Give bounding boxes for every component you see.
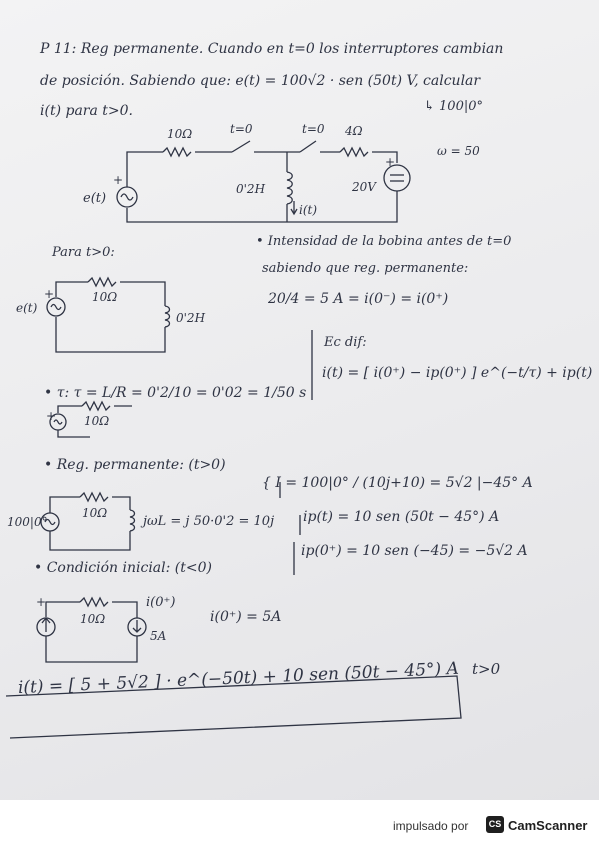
omega-label: ω = 50 — [437, 144, 480, 158]
ecdif-label: Ec dif: — [324, 335, 367, 350]
circuit1-switch2-label: t=0 — [302, 122, 325, 136]
circuit-diagram-tau — [49, 400, 132, 438]
circuit-diagram-steady — [40, 491, 136, 551]
initial-i0-label: i(0⁺) — [146, 595, 176, 610]
circuit1-source-plus: + — [113, 173, 124, 187]
circuit1-source-label: e(t) — [83, 191, 107, 206]
circuit-diagram-initial — [36, 596, 147, 663]
circuit1-inductor-label: 0'2H — [236, 182, 266, 196]
circuit-diagram-step1 — [46, 276, 171, 353]
steady-phasor-equation: { I = 100|0° / (10j+10) = 5√2 |−45° A — [262, 475, 533, 491]
initial-equation: i(0⁺) = 5A — [210, 609, 282, 625]
problem-line-3: i(t) para t>0. — [40, 103, 133, 119]
divider-line — [279, 330, 313, 575]
steady-ip-t: ip(t) = 10 sen (50t − 45°) A — [303, 509, 500, 525]
initial-source-label: 5A — [150, 629, 167, 643]
circuit1-plus-sign: + — [385, 155, 396, 169]
scanned-page: P 11: Reg permanente. Cuando en t=0 los … — [0, 0, 599, 800]
tau-equation: • τ: τ = L/R = 0'2/10 = 0'02 = 1/50 s — [44, 385, 307, 401]
circuit1-dc-source-label: 20V — [352, 180, 376, 194]
circuit1-switch1-label: t=0 — [230, 122, 253, 136]
tau-plus-sign: + — [46, 409, 57, 423]
bobina-equation: 20/4 = 5 A = i(0⁻) = i(0⁺) — [268, 291, 449, 307]
powered-by-text: impulsado por — [393, 819, 469, 833]
tau-r-label: 10Ω — [84, 414, 110, 428]
initial-heading: • Condición inicial: (t<0) — [34, 560, 212, 576]
problem-line-2: de posición. Sabiendo que: e(t) = 100√2 … — [40, 73, 481, 89]
steady-r-label: 10Ω — [82, 506, 108, 520]
camscanner-logo-icon: CS — [486, 816, 504, 833]
initial-r-label: 10Ω — [80, 612, 106, 626]
step1-source-label: e(t) — [16, 301, 38, 315]
result-box — [5, 675, 462, 739]
circuit1-current-label: i(t) — [299, 203, 318, 217]
steady-heading: • Reg. permanente: (t>0) — [44, 457, 226, 473]
step1-r-label: 10Ω — [92, 290, 118, 304]
camscanner-brand: CamScanner — [508, 818, 588, 833]
bobina-line-1: • Intensidad de la bobina antes de t=0 — [256, 234, 512, 249]
step1-inductor-label: 0'2H — [176, 311, 206, 325]
circuit1-r1-label: 10Ω — [167, 127, 193, 141]
step1-heading: Para t>0: — [52, 245, 115, 260]
result-condition: t>0 — [472, 660, 501, 678]
initial-plus-sign: + — [36, 595, 47, 609]
step1-plus-sign: + — [44, 287, 55, 301]
steady-ip-0: ip(0⁺) = 10 sen (−45) = −5√2 A — [301, 543, 528, 559]
steady-impedance: jωL = j 50·0'2 = 10j — [143, 514, 275, 529]
bobina-line-2: sabiendo que reg. permanente: — [262, 261, 469, 276]
steady-source-label: 100|0° — [7, 515, 48, 529]
circuit1-r2-label: 4Ω — [345, 124, 363, 138]
circuit-diagram-main — [116, 140, 411, 223]
ecdif-equation: i(t) = [ i(0⁺) − ip(0⁺) ] e^(−t/τ) + ip(… — [322, 365, 593, 381]
phasor-note: ↳ 100|0° — [424, 99, 483, 114]
problem-line-1: P 11: Reg permanente. Cuando en t=0 los … — [40, 41, 504, 57]
